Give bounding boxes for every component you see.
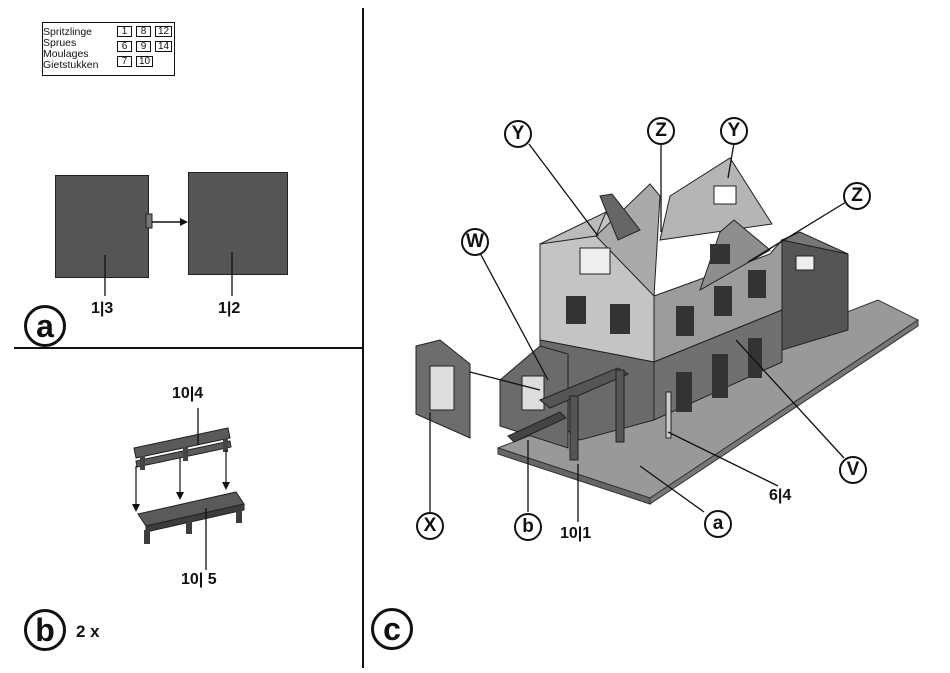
wall-panel-left xyxy=(55,175,149,278)
sprue-name-en: Sprues xyxy=(43,38,76,48)
sprue-number: 1 xyxy=(117,26,132,37)
sprue-number: 8 xyxy=(136,26,151,37)
part-label-10-4: 10|4 xyxy=(172,385,203,403)
part-label-6-4: 6|4 xyxy=(769,487,791,505)
sprue-number: 7 xyxy=(117,56,132,67)
step-marker-a: a xyxy=(24,305,66,347)
sprue-number: 12 xyxy=(155,26,172,37)
sprue-name-fr: Moulages xyxy=(43,49,89,59)
part-label-1-2: 1|2 xyxy=(218,300,240,318)
part-label-10-5: 10| 5 xyxy=(181,571,217,589)
sprue-name-de: Spritzlinge xyxy=(43,27,92,37)
callout-z-right: Z xyxy=(843,182,871,210)
step-marker-c: c xyxy=(371,608,413,650)
part-label-1-3: 1|3 xyxy=(91,300,113,318)
wall-panel-right xyxy=(188,172,288,275)
sprue-row-3: 7 10 xyxy=(117,56,153,67)
sprue-row-1: 1 8 12 xyxy=(117,26,172,37)
callout-x: X xyxy=(416,512,444,540)
horizontal-divider xyxy=(14,347,362,349)
sprue-table: Spritzlinge Sprues Moulages Gietstukken … xyxy=(42,22,175,76)
part-label-10-1: 10|1 xyxy=(560,525,591,543)
callout-a: a xyxy=(704,510,732,538)
callout-b: b xyxy=(514,513,542,541)
sprue-number: 9 xyxy=(136,41,151,52)
sprue-number: 10 xyxy=(136,56,153,67)
callout-w: W xyxy=(461,228,489,256)
callout-v: V xyxy=(839,456,867,484)
vertical-divider xyxy=(362,8,364,668)
sprue-row-2: 6 9 14 xyxy=(117,41,172,52)
callout-z-top: Z xyxy=(647,117,675,145)
callout-y-left: Y xyxy=(504,120,532,148)
step-marker-b: b xyxy=(24,609,66,651)
sprue-number: 14 xyxy=(155,41,172,52)
sprue-name-nl: Gietstukken xyxy=(43,60,98,70)
quantity-label: 2 x xyxy=(76,622,100,642)
sprue-number: 6 xyxy=(117,41,132,52)
callout-y-right: Y xyxy=(720,117,748,145)
